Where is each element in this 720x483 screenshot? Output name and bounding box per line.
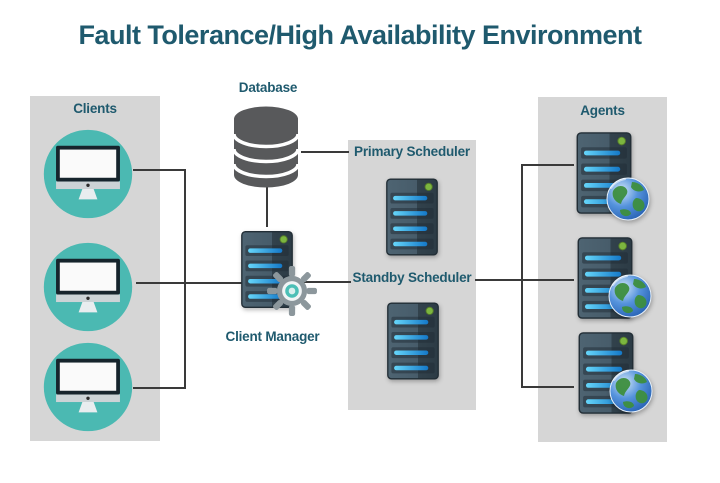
primary-scheduler-label: Primary Scheduler [354, 144, 470, 159]
client-monitor-icon [41, 240, 135, 334]
edge-client1-trunk [133, 169, 186, 171]
edge-database-primary-scheduler [301, 151, 349, 153]
edge-trunk-agent3 [521, 386, 574, 388]
edge-standby-scheduler-agent2 [475, 279, 574, 281]
edge-client2-client-manager [136, 282, 242, 284]
edge-clients-trunk-vertical [184, 169, 186, 389]
agents-label: Agents [580, 103, 625, 118]
client-monitor-icon [41, 127, 135, 221]
edge-client3-trunk [133, 387, 186, 389]
database-label: Database [238, 80, 298, 95]
edge-trunk-agent1 [521, 164, 574, 166]
client-monitor-icon [41, 340, 135, 434]
standby-scheduler-label: Standby Scheduler [352, 270, 472, 285]
clients-label: Clients [73, 101, 117, 116]
database-icon [232, 106, 300, 188]
globe-icon [607, 273, 653, 319]
gear-icon [266, 265, 318, 317]
edge-agents-trunk-vertical [521, 164, 523, 388]
edge-client-manager-standby-scheduler [297, 281, 351, 283]
diagram-title: Fault Tolerance/High Availability Enviro… [78, 20, 642, 50]
edge-database-client-manager [266, 186, 268, 227]
client-manager-label: Client Manager [225, 329, 320, 344]
globe-icon [608, 368, 654, 414]
standby-scheduler-server-icon [386, 299, 440, 383]
globe-icon [605, 176, 651, 222]
primary-scheduler-server-icon [385, 175, 439, 259]
